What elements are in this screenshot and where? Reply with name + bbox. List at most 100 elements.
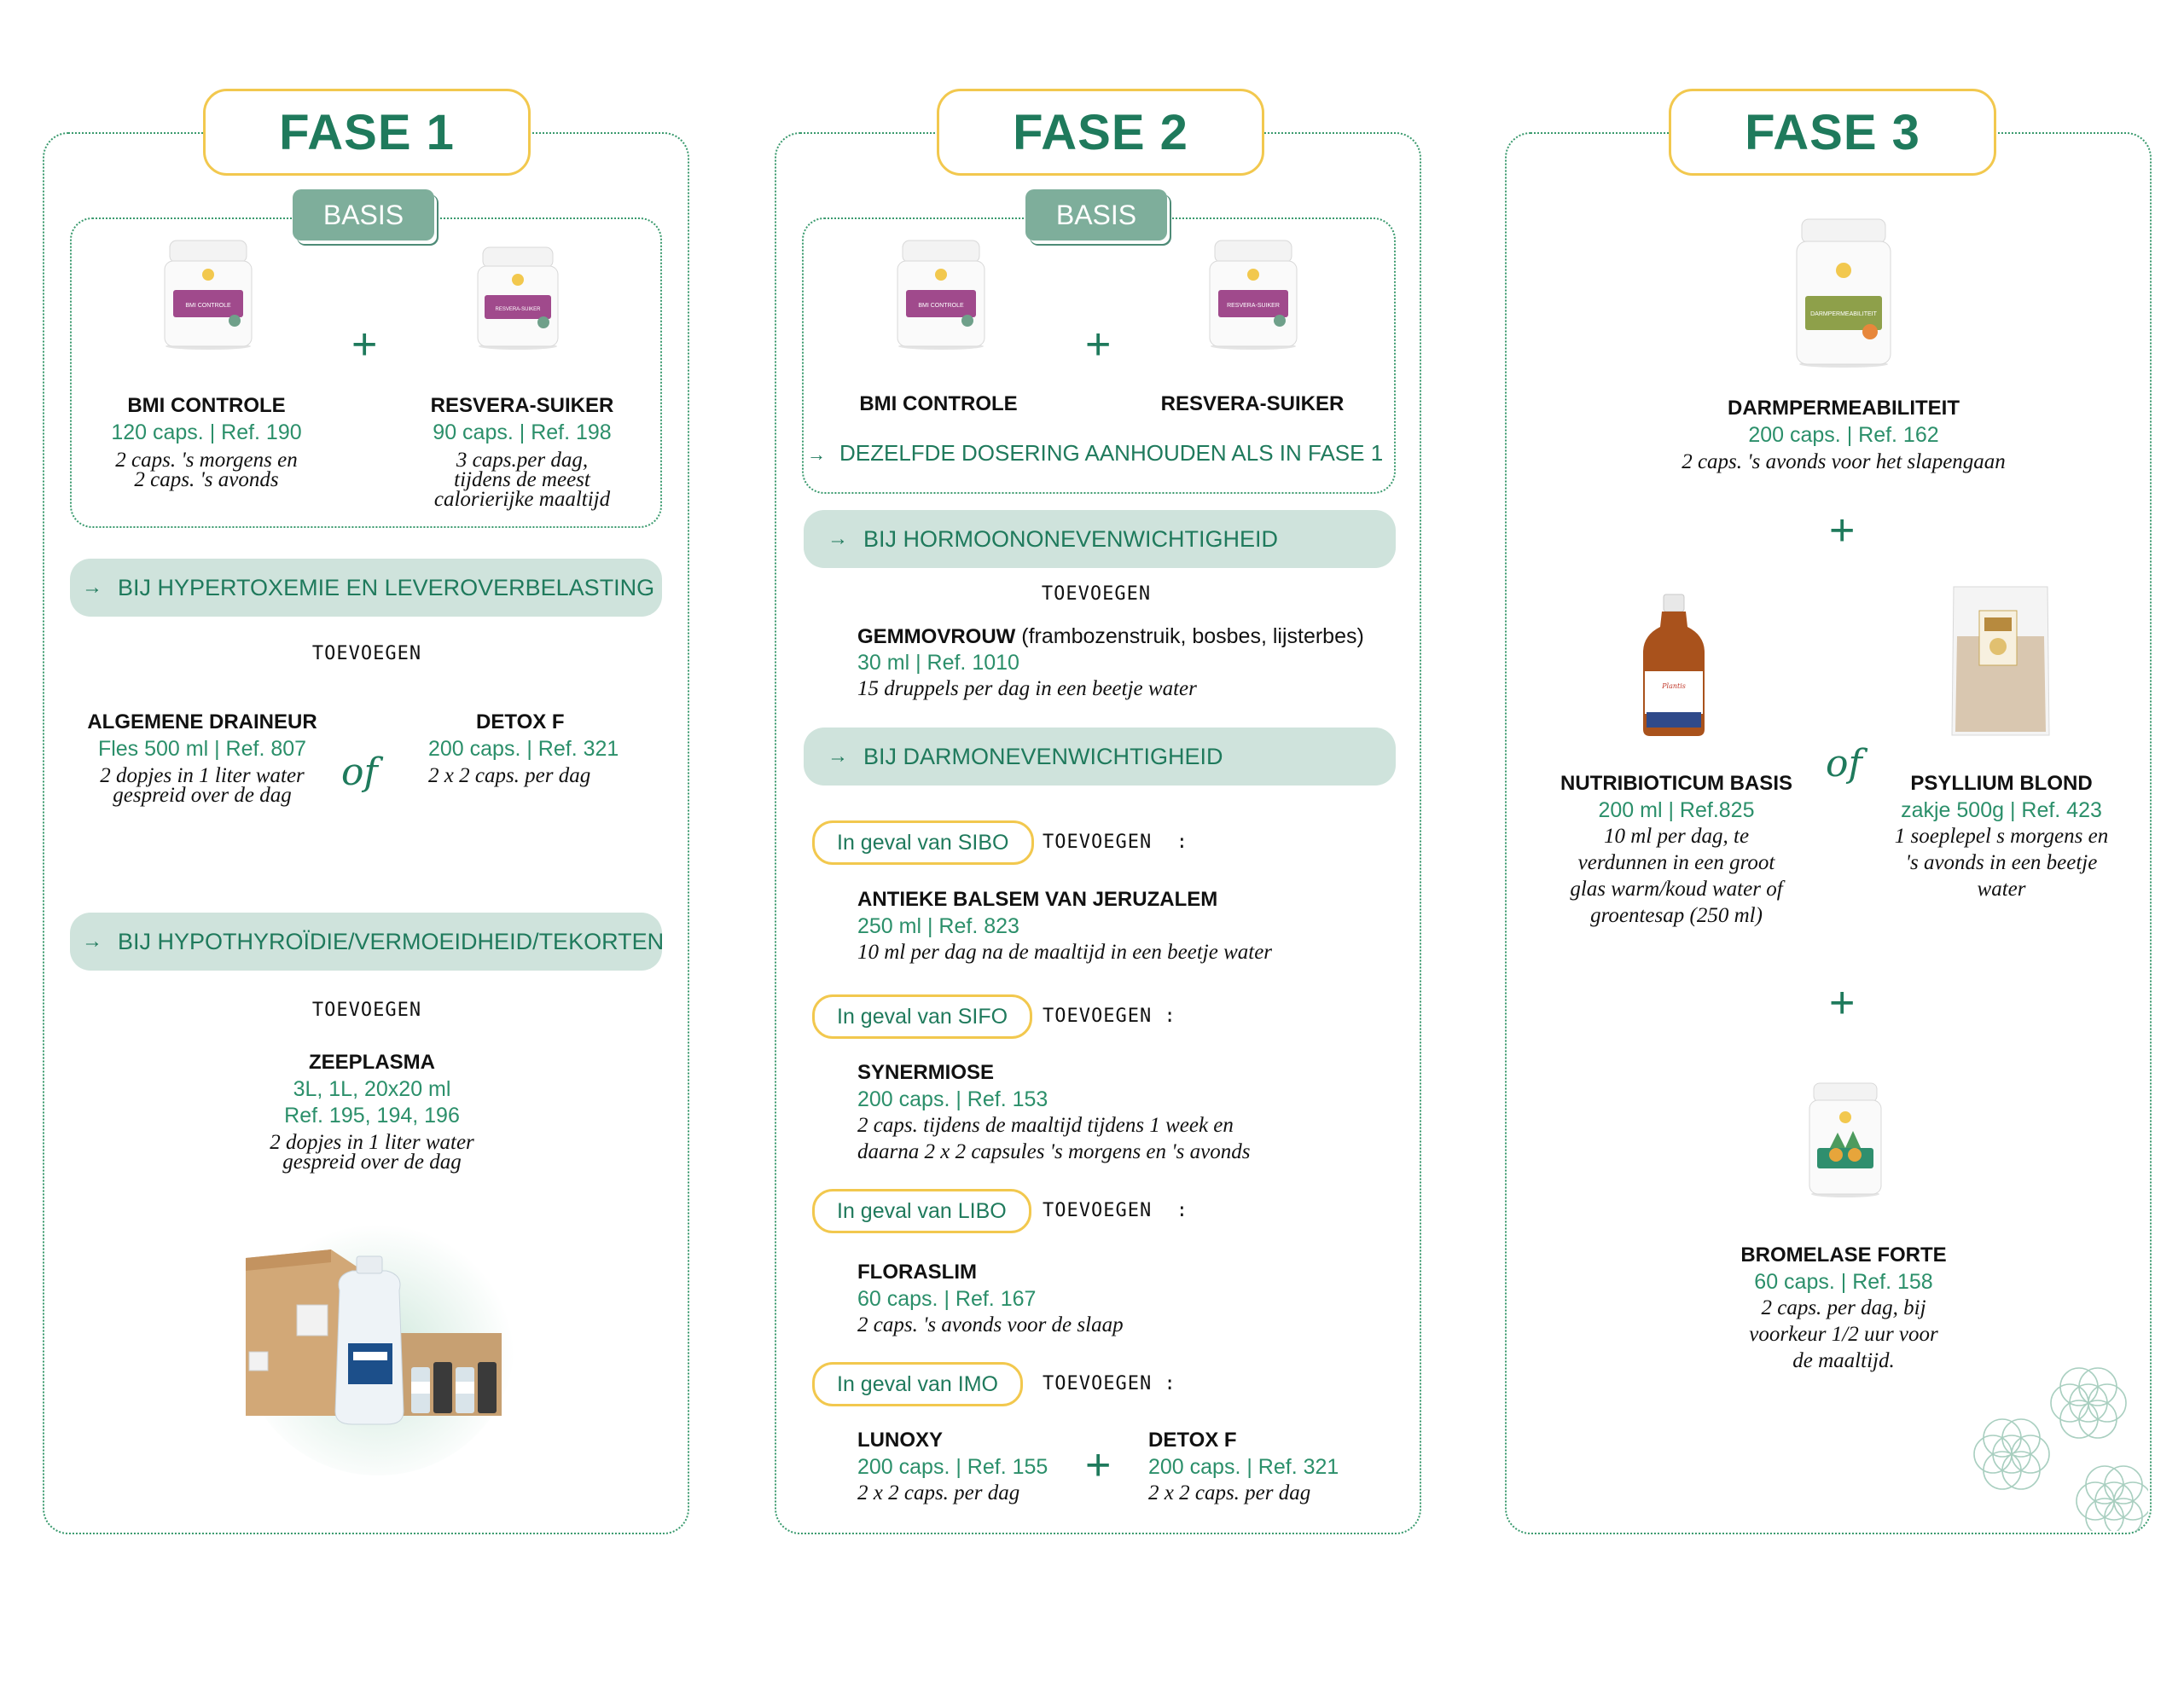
fase2-gemmovrouw-ref: 30 ml | Ref. 1010 (857, 651, 1019, 675)
fase2-darm-label: BIJ DARMONEVENWICHTIGHEID (863, 743, 1223, 769)
fase1-detox-ref: 200 caps. | Ref. 321 (428, 737, 619, 761)
fase2-balsem-ref: 250 ml | Ref. 823 (857, 914, 1019, 938)
arrow-right-icon: → (828, 745, 848, 768)
fase2-balsem-name: ANTIEKE BALSEM VAN JERUZALEM (857, 888, 1218, 911)
fase1-resvera-dose-3: calorierijke maaltijd (433, 488, 611, 511)
fase3-bromelase-dose-2: voorkeur 1/2 uur voor (1749, 1323, 1938, 1346)
fase1-bmi-ref: 120 caps. | Ref. 190 (111, 420, 302, 444)
fase1-draineur-dose-2: gespreid over de dag (113, 784, 292, 807)
fase2-floraslim-name: FLORASLIM (857, 1261, 977, 1284)
fase1-zeeplasma-ref-2: Ref. 195, 194, 196 (284, 1104, 460, 1128)
svg-text:RESVERA-SUIKER: RESVERA-SUIKER (495, 307, 541, 312)
fase2-libo-toevoegen-label: TOEVOEGEN (1043, 1200, 1153, 1221)
fase1-of-label: of (341, 751, 378, 794)
fase3-plus-2: + (1829, 978, 1856, 1028)
fase2-sibo-toevoegen-label: TOEVOEGEN (1043, 832, 1153, 853)
fase1-zeeplasma-name: ZEEPLASMA (308, 1051, 435, 1074)
psyllium-bag-image (1945, 585, 2056, 739)
fase1-hypothyroidie-toevoegen: TOEVOEGEN (311, 1000, 422, 1021)
fase2-sifo-toevoegen-label: TOEVOEGEN (1043, 1006, 1153, 1027)
fase2-basis-tag: BASIS (1025, 189, 1167, 241)
fase2-same-dose-text: DEZELFDE DOSERING AANHOUDEN ALS IN FASE … (839, 440, 1384, 466)
fase2-hormoon-bar: → BIJ HORMOONONEVENWICHTIGHEID (804, 510, 1396, 568)
fase1-hypothyroidie-bar: → BIJ HYPOTHYROÏDIE/VERMOEIDHEID/TEKORTE… (70, 913, 664, 971)
svg-text:BMI CONTROLE: BMI CONTROLE (918, 303, 964, 309)
fase2-lunoxy-dose-1: 2 x 2 caps. per dag (857, 1481, 1020, 1504)
fase3-nutribioticum-dose-3: glas warm/koud water of (1570, 878, 1783, 901)
fase2-libo-pill: In geval van LIBO (812, 1189, 1031, 1233)
fase1-resvera-ref: 90 caps. | Ref. 198 (433, 420, 612, 444)
bmi-controle-jar-image: BMI CONTROLE (891, 239, 991, 350)
fase2-lunoxy-ref: 200 caps. | Ref. 155 (857, 1455, 1048, 1479)
fase1-draineur-dose-1: 2 dopjes in 1 liter water (100, 764, 305, 787)
svg-text:BMI CONTROLE: BMI CONTROLE (185, 303, 231, 309)
fase1-draineur-ref: Fles 500 ml | Ref. 807 (97, 737, 307, 761)
fase2-synermiose-ref: 200 caps. | Ref. 153 (857, 1087, 1048, 1111)
fase2-libo-toevoegen: TOEVOEGEN : (1043, 1200, 1188, 1221)
nutribioticum-bottle-image: Plantis (1638, 593, 1710, 739)
fase3-bromelase-ref: 60 caps. | Ref. 158 (1754, 1270, 1933, 1294)
arrow-right-icon: → (82, 930, 102, 953)
zeeplasma-product-image (229, 1207, 519, 1480)
fase2-imo-pill: In geval van IMO (812, 1362, 1023, 1406)
fase2-detox-ref: 200 caps. | Ref. 321 (1148, 1455, 1339, 1479)
fase1-bmi-dose-1: 2 caps. 's morgens en (115, 449, 298, 472)
fase1-draineur-name: ALGEMENE DRAINEUR (87, 710, 317, 733)
fase2-libo-colon: : (1176, 1200, 1188, 1221)
fase3-psyllium-name: PSYLLIUM BLOND (1910, 772, 2093, 795)
fase1-zeeplasma-ref-1: 3L, 1L, 20x20 ml (293, 1077, 451, 1101)
svg-text:DARMPERMEABILITEIT: DARMPERMEABILITEIT (1810, 311, 1878, 317)
fase2-gemmovrouw-name: GEMMOVROUW (frambozenstruik, bosbes, lij… (857, 624, 1364, 649)
fase2-bmi-name: BMI CONTROLE (859, 392, 1018, 415)
fase2-title: FASE 2 (937, 89, 1264, 176)
fase1-hypertoxemie-toevoegen: TOEVOEGEN (311, 643, 422, 664)
fase3-of-label: of (1826, 742, 1862, 786)
fase2-sifo-colon: : (1164, 1006, 1176, 1027)
fase2-synermiose-dose-2: daarna 2 x 2 capsules 's morgens en 's a… (857, 1140, 1251, 1163)
fase2-same-dose-note: → DEZELFDE DOSERING AANHOUDEN ALS IN FASE… (807, 440, 1383, 467)
bmi-controle-jar-image: BMI CONTROLE (158, 239, 258, 350)
fase3-bromelase-dose-3: de maaltijd. (1792, 1349, 1895, 1372)
fase3-psyllium-dose-2: 's avonds in een beetje (1905, 851, 2098, 874)
fase1-resvera-dose-1: 3 caps.per dag, (456, 449, 589, 472)
flower-of-life-decoration-icon (1952, 1343, 2148, 1531)
fase2-resvera-name: RESVERA-SUIKER (1160, 392, 1345, 415)
fase3-psyllium-dose-3: water (1977, 878, 2026, 901)
fase2-sifo-pill: In geval van SIFO (812, 994, 1033, 1039)
svg-text:Plantis: Plantis (1661, 682, 1686, 690)
fase3-bromelase-dose-1: 2 caps. per dag, bij (1761, 1296, 1926, 1319)
resvera-suiker-jar-image: RESVERA-SUIKER (471, 246, 565, 350)
fase1-basis-tag: BASIS (293, 189, 434, 241)
fase3-nutribioticum-name: NUTRIBIOTICUM BASIS (1560, 772, 1792, 795)
arrow-right-icon: → (828, 527, 848, 550)
fase2-hormoon-label: BIJ HORMOONONEVENWICHTIGHEID (863, 525, 1279, 552)
fase1-detox-dose-1: 2 x 2 caps. per dag (428, 764, 591, 787)
fase1-detox-name: DETOX F (476, 710, 565, 733)
fase3-nutribioticum-ref: 200 ml | Ref.825 (1598, 798, 1755, 822)
fase2-balsem-dose-1: 10 ml per dag na de maaltijd in een beet… (857, 941, 1273, 964)
fase2-detox-dose-1: 2 x 2 caps. per dag (1148, 1481, 1311, 1504)
fase2-synermiose-dose-1: 2 caps. tijdens de maaltijd tijdens 1 we… (857, 1114, 1234, 1137)
fase3-darmperm-ref: 200 caps. | Ref. 162 (1748, 423, 1939, 447)
fase3-psyllium-ref: zakje 500g | Ref. 423 (1901, 798, 2102, 822)
fase1-bmi-dose-2: 2 caps. 's avonds (134, 468, 279, 491)
fase3-darmperm-dose-1: 2 caps. 's avonds voor het slapengaan (1682, 450, 2006, 473)
fase2-lunoxy-name: LUNOXY (857, 1429, 944, 1452)
fase2-floraslim-dose-1: 2 caps. 's avonds voor de slaap (857, 1313, 1124, 1336)
fase3-psyllium-dose-1: 1 soeplepel s morgens en (1894, 825, 2109, 848)
bromelase-forte-jar-image (1805, 1081, 1885, 1197)
fase2-imo-plus: + (1085, 1441, 1112, 1490)
fase3-plus-1: + (1829, 506, 1856, 555)
arrow-right-icon: → (807, 443, 826, 465)
fase1-title: FASE 1 (203, 89, 531, 176)
fase1-bmi-name: BMI CONTROLE (127, 394, 286, 417)
resvera-suiker-jar-image: RESVERA-SUIKER (1203, 239, 1304, 350)
fase1-resvera-dose-2: tijdens de meest (454, 468, 590, 491)
fase2-imo-toevoegen-label: TOEVOEGEN (1043, 1373, 1153, 1394)
fase2-synermiose-name: SYNERMIOSE (857, 1061, 995, 1084)
fase2-gemmovrouw-extra: (frambozenstruik, bosbes, lijsterbes) (1015, 624, 1364, 648)
fase2-floraslim-ref: 60 caps. | Ref. 167 (857, 1287, 1037, 1311)
darmpermeabiliteit-jar-image: DARMPERMEABILITEIT (1792, 217, 1896, 368)
fase2-sibo-toevoegen: TOEVOEGEN : (1043, 832, 1188, 853)
fase2-detox-name: DETOX F (1148, 1429, 1237, 1452)
